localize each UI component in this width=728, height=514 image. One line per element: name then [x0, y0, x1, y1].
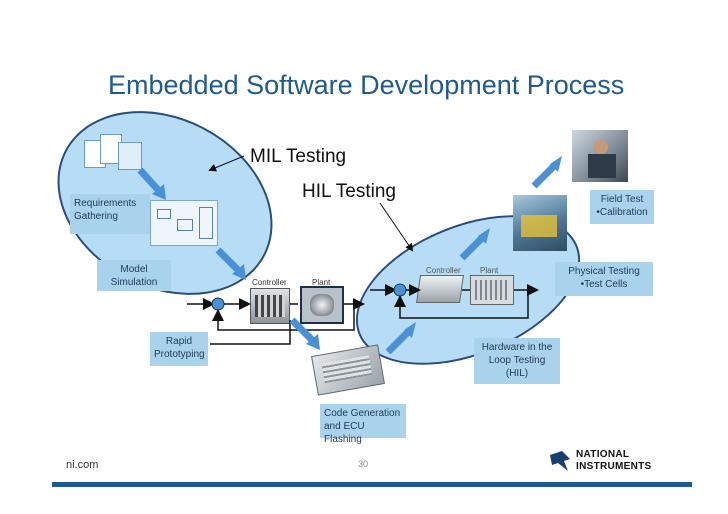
flow-arrow-1-head: [152, 184, 166, 200]
field-test-box: Field Test •Calibration: [590, 190, 654, 224]
hil-callout-pointer: [379, 202, 414, 252]
box-line: •Calibration: [596, 207, 648, 218]
box-line: Simulation: [110, 277, 158, 288]
flow-arrow-5: [459, 233, 487, 261]
box-line: Hardware in the: [481, 342, 553, 353]
flow-arrow-6: [531, 161, 559, 189]
slide-title: Embedded Software Development Process: [108, 70, 625, 100]
test-cell-photo: [513, 195, 567, 251]
hil-box: Hardware in the Loop Testing (HIL): [474, 338, 560, 384]
hil-testing-callout: HIL Testing: [302, 181, 396, 202]
flow-arrow-5-head: [478, 228, 490, 244]
flow-arrow-2-head: [232, 264, 246, 280]
ni-logo: NATIONAL INSTRUMENTS: [548, 448, 652, 474]
model-simulation-box: Model Simulation: [97, 260, 171, 291]
flow-arrow-3-head: [306, 334, 320, 350]
code-generation-box: Code Generation and ECU Flashing: [320, 404, 406, 445]
box-line: Loop Testing: [488, 355, 546, 366]
page-number: 30: [358, 459, 369, 469]
mil-plant-label: Plant: [312, 278, 331, 287]
box-line: Requirements: [74, 198, 137, 209]
box-line: Prototyping: [154, 349, 205, 360]
rapid-prototyping-box: Rapid Prototyping: [150, 332, 208, 366]
mil-feedback-line: [212, 304, 355, 331]
footer-site: ni.com: [66, 459, 99, 471]
model-diagram-icon: [150, 200, 218, 246]
box-line: Physical Testing: [568, 266, 640, 277]
plant-photo: [300, 286, 344, 324]
flow-arrow-2: [215, 247, 243, 275]
ni-eagle-icon: [550, 451, 570, 471]
mil-controller-label: Controller: [252, 278, 287, 287]
controller-photo: [250, 288, 290, 324]
flow-arrow-3: [289, 317, 317, 345]
proto-link-line: [210, 320, 291, 345]
flow-arrow-4: [385, 327, 413, 355]
hil-controller-label: Controller: [426, 266, 461, 275]
requirements-gathering-box: Requirements Gathering: [70, 194, 150, 234]
field-test-photo: [572, 130, 628, 182]
hil-plant-photo: [470, 275, 514, 305]
box-line: Rapid: [165, 336, 193, 347]
footer-bar: [52, 482, 692, 487]
hil-plant-label: Plant: [480, 266, 499, 275]
ni-logo-line1: NATIONAL: [576, 449, 630, 460]
mil-callout-pointer: [208, 155, 245, 172]
flow-arrow-6-head: [550, 156, 562, 172]
physical-testing-box: Physical Testing •Test Cells: [555, 262, 653, 296]
flow-arrow-1: [137, 167, 163, 195]
mil-testing-callout: MIL Testing: [250, 146, 347, 167]
ni-logo-line2: INSTRUMENTS: [576, 461, 652, 472]
box-line: (HIL): [505, 368, 529, 379]
mil-summing-junction: [211, 297, 225, 311]
box-line: and ECU Flashing: [324, 421, 365, 445]
requirements-docs-icon: [82, 132, 144, 176]
box-line: •Test Cells: [580, 279, 628, 290]
box-line: Code Generation: [324, 408, 401, 419]
box-line: Field Test: [600, 194, 644, 205]
hil-summing-junction: [393, 283, 407, 297]
box-line: Model: [120, 264, 148, 275]
hil-feedback-line: [394, 290, 529, 319]
flow-arrow-4-head: [404, 322, 416, 338]
box-line: Gathering: [74, 211, 118, 222]
